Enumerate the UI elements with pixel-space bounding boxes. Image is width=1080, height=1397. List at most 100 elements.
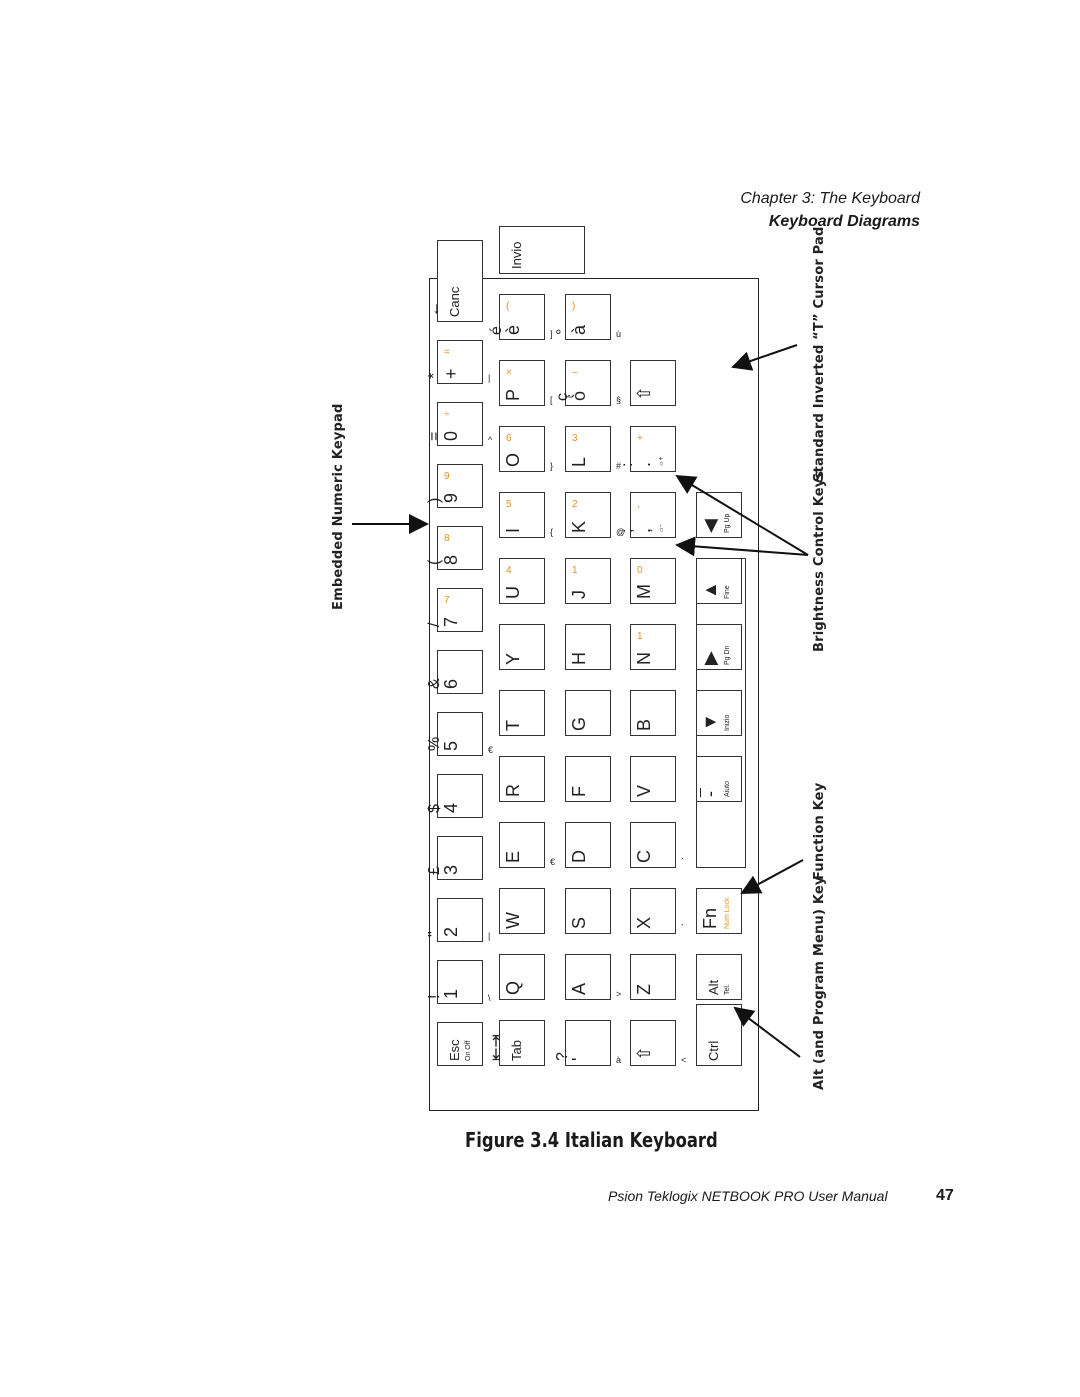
key-numpad-label: 6 [506,433,512,444]
row-3-key-5[interactable]: G [565,690,611,736]
arrow-bright-1 [675,474,809,556]
key-alt-label: { [550,527,554,537]
row-2-key-4[interactable]: R [499,756,545,802]
row-3-key-3[interactable]: D [565,822,611,868]
key-alt-label: € [550,857,556,867]
row-1-key-9[interactable]: 9)9 [426,464,483,508]
row-1-key-11[interactable]: +*=| [426,340,490,384]
arrow-bright-2 [675,536,809,557]
row-3-key-0[interactable]: '?à [554,1020,621,1066]
key-numpad-label: 8 [444,533,450,544]
row-2-key-5[interactable]: T [499,690,545,736]
key-numpad-label: ) [572,301,576,312]
key-numpad-label: × [506,367,512,378]
row-4-key-3[interactable]: C´ [630,822,684,868]
key-numpad-label: 3 [572,433,578,444]
key-alt-label: \ [488,993,491,1003]
row-4-key-0[interactable]: ⇧< [630,1020,686,1066]
key-alt-label: > [616,989,622,999]
row-2-key-3[interactable]: E€ [499,822,555,868]
key-alt-label: à [616,1055,622,1065]
arrow-cursor [731,344,798,371]
row-1-key-10[interactable]: 0=÷^ [426,402,492,446]
row-3-key-6[interactable]: H [565,624,611,670]
key-numpad-label: ( [506,301,510,312]
key-numpad-label: 0 [637,565,643,576]
row-5-key-5[interactable]: ▼Inizio [696,690,742,736]
key-alt-label: } [550,461,554,471]
row-2-key-10[interactable]: P×[ [499,360,553,406]
row-1-key-6[interactable]: 6& [426,650,483,694]
key-alt-label: # [616,461,622,471]
key-alt-label: ^ [488,435,493,445]
row-2-key-1[interactable]: Q [499,954,545,1000]
key-alt-label: ` [681,923,684,933]
row-4-key-8[interactable]: ,;,☼- [619,492,676,538]
row-1-key-7[interactable]: 7/7 [426,588,483,632]
row-4-key-2[interactable]: X` [630,888,684,934]
row-5-key-6[interactable]: ▶Pg Dn [696,624,742,670]
row-5-key-8[interactable]: ◀Pg Up [696,492,742,538]
key-numpad-label: – [572,367,578,378]
footer-manual-title: Psion Teklogix NETBOOK PRO User Manual [608,1188,888,1204]
row-3-key-2[interactable]: S [565,888,611,934]
key-alt-label: [ [550,395,553,405]
key-numpad-label: 9 [444,471,450,482]
row-1-key-8[interactable]: 8(8 [426,526,483,570]
row-5-key-7[interactable]: ▲Fine [696,558,742,604]
key-alt-label: ] [550,329,553,339]
key-numpad-label: = [444,347,450,358]
key-alt-label: @ [616,527,626,537]
row-2-key-2[interactable]: W [499,888,545,934]
key-numpad-label: 4 [506,565,512,576]
row-4-key-10[interactable]: ⇧ [630,360,676,406]
key-alt-label: | [488,931,491,941]
row-3-key-4[interactable]: F [565,756,611,802]
key-numpad-label: , [637,499,640,510]
row-1-key-1[interactable]: 1!\ [426,960,491,1004]
key-alt-label: ù [616,329,622,339]
row-4-key-9[interactable]: .:+☼+ [619,426,676,472]
page-number: 47 [936,1187,954,1204]
key-numpad-label: ÷ [444,409,450,420]
row-4-key-5[interactable]: B [630,690,676,736]
key-alt-label: ´ [681,857,684,867]
row-1-key-2[interactable]: 2"| [426,898,490,942]
row-2-key-0[interactable]: Tab⇤⇥ [488,1020,545,1066]
key-numpad-label: 7 [444,595,450,606]
key-numpad-label: 1 [572,565,578,576]
section-heading: Keyboard Diagrams [768,213,920,230]
arrow-fn [740,859,804,894]
chapter-heading: Chapter 3: The Keyboard [740,190,920,207]
key-numpad-label: + [637,433,643,444]
row-1-key-5[interactable]: 5%€ [426,712,493,756]
row-4-key-1[interactable]: Z [630,954,676,1000]
row-5-key-4[interactable]: -_Aiuto [685,756,742,802]
row-2-key-12[interactable]: Invio [499,226,585,274]
row-1-key-4[interactable]: 4$ [426,774,483,818]
row-1-key-3[interactable]: 3£ [426,836,483,880]
row-4-key-4[interactable]: V [630,756,676,802]
row-3-key-1[interactable]: A> [565,954,621,1000]
row-3-key-11[interactable]: à°)ù [554,294,621,340]
row-1-key-12[interactable]: Canc← [426,240,483,322]
key-alt-label: | [488,373,491,383]
arrow-alt [733,1006,801,1058]
key-numpad-label: 1 [637,631,643,642]
row-2-key-6[interactable]: Y [499,624,545,670]
